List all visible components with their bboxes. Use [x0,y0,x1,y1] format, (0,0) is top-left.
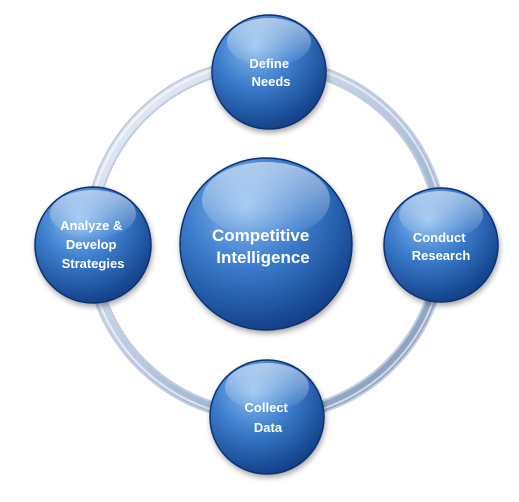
node-define-needs: Define Needs [211,14,327,130]
center-node: Competitive Intelligence [179,157,353,331]
define-needs-line-2: Needs [251,74,290,89]
node-analyze-develop-strategies: Analyze & Develop Strategies [34,186,152,304]
conduct-research-line-2: Research [412,248,471,263]
collect-data-line-2: Data [254,420,283,435]
node-analyze-develop-strategies-label: Analyze & Develop Strategies [60,218,126,271]
node-collect-data-label: Collect Data [245,400,292,435]
center-node-label: Competitive Intelligence [212,226,314,267]
analyze-line-1: Analyze & [60,218,122,233]
define-needs-line-1: Define [249,56,289,71]
analyze-line-3: Strategies [62,256,125,271]
node-conduct-research: Conduct Research [383,187,499,303]
conduct-research-line-1: Conduct [413,230,466,245]
analyze-line-2: Develop [66,237,117,252]
node-define-needs-label: Define Needs [249,56,292,89]
center-label-line-2: Intelligence [216,248,310,267]
node-conduct-research-label: Conduct Research [412,230,471,263]
center-label-line-1: Competitive [212,226,309,245]
node-collect-data: Collect Data [209,359,325,475]
collect-data-line-1: Collect [245,400,289,415]
